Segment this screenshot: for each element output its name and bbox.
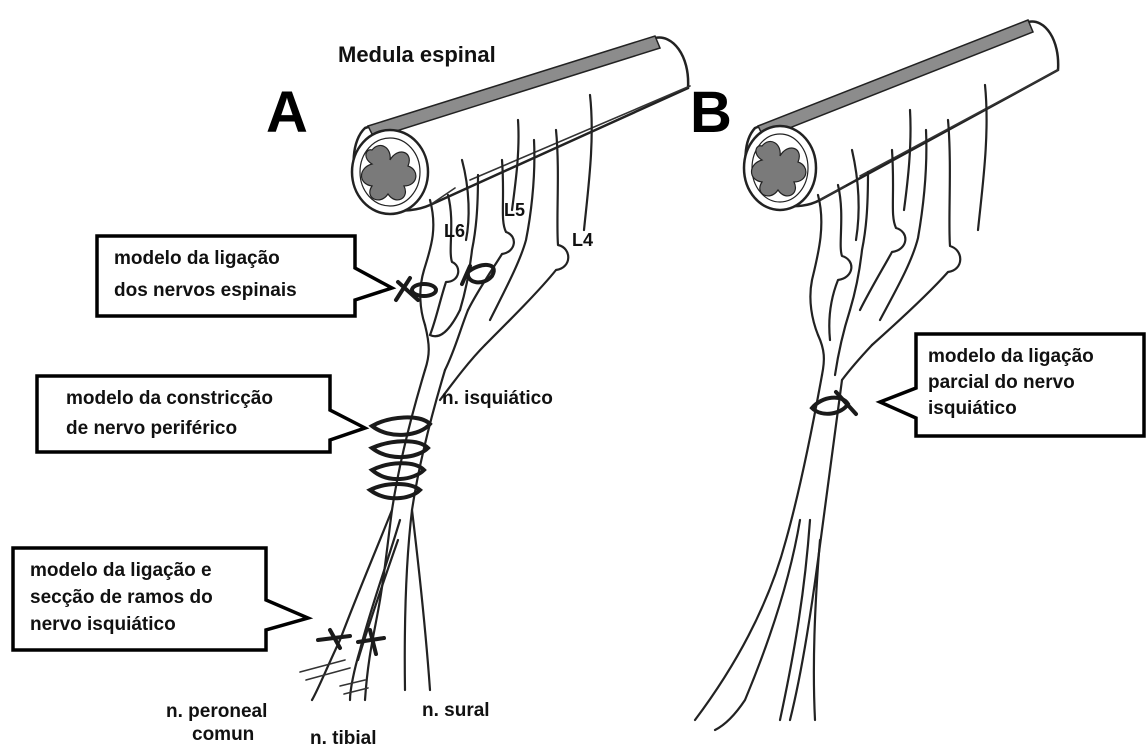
sciatic-label-a: n. isquiático (442, 388, 553, 409)
callout1-line1: modelo da ligação (114, 248, 280, 269)
callout3-line3: nervo isquiático (30, 614, 176, 635)
l4-label: L4 (572, 230, 593, 250)
callout-partial-ligation: modelo da ligação parcial do nervo isqui… (880, 334, 1144, 436)
panel-b: B modelo da ligação parcial do nervo isq… (690, 20, 1144, 730)
callout-spinal-nerve-ligation: modelo da ligação dos nervos espinais (97, 236, 392, 316)
callout1-line2: dos nervos espinais (114, 280, 297, 301)
callout4-line3: isquiático (928, 398, 1017, 419)
peroneal-label-line1: n. peroneal (166, 701, 267, 722)
callout2-line1: modelo da constricção (66, 388, 273, 409)
panel-a: A Medula espinal L6 L5 L4 n. isquiático … (13, 36, 690, 746)
callout3-line1: modelo da ligação e (30, 560, 212, 581)
panel-a-letter: A (266, 80, 308, 145)
callout-constriction: modelo da constricção de nervo periféric… (37, 376, 365, 452)
callout4-line1: modelo da ligação (928, 346, 1094, 367)
ligatures-a (300, 265, 494, 694)
peroneal-label-line2: comun (192, 724, 254, 745)
tibial-label: n. tibial (310, 728, 377, 746)
panel-b-letter: B (690, 80, 732, 145)
callout2-line2: de nervo periférico (66, 418, 237, 439)
callout4-line2: parcial do nervo (928, 372, 1075, 393)
sciatic-nerve-b (695, 375, 842, 730)
spinal-cord-label: Medula espinal (338, 42, 496, 67)
l5-label: L5 (504, 200, 525, 220)
l6-label: L6 (444, 221, 465, 241)
callout-branch-ligation: modelo da ligação e secção de ramos do n… (13, 548, 308, 650)
spinal-cord-b (744, 20, 1058, 210)
callout3-line2: secção de ramos do (30, 587, 213, 608)
sural-label: n. sural (422, 700, 490, 721)
